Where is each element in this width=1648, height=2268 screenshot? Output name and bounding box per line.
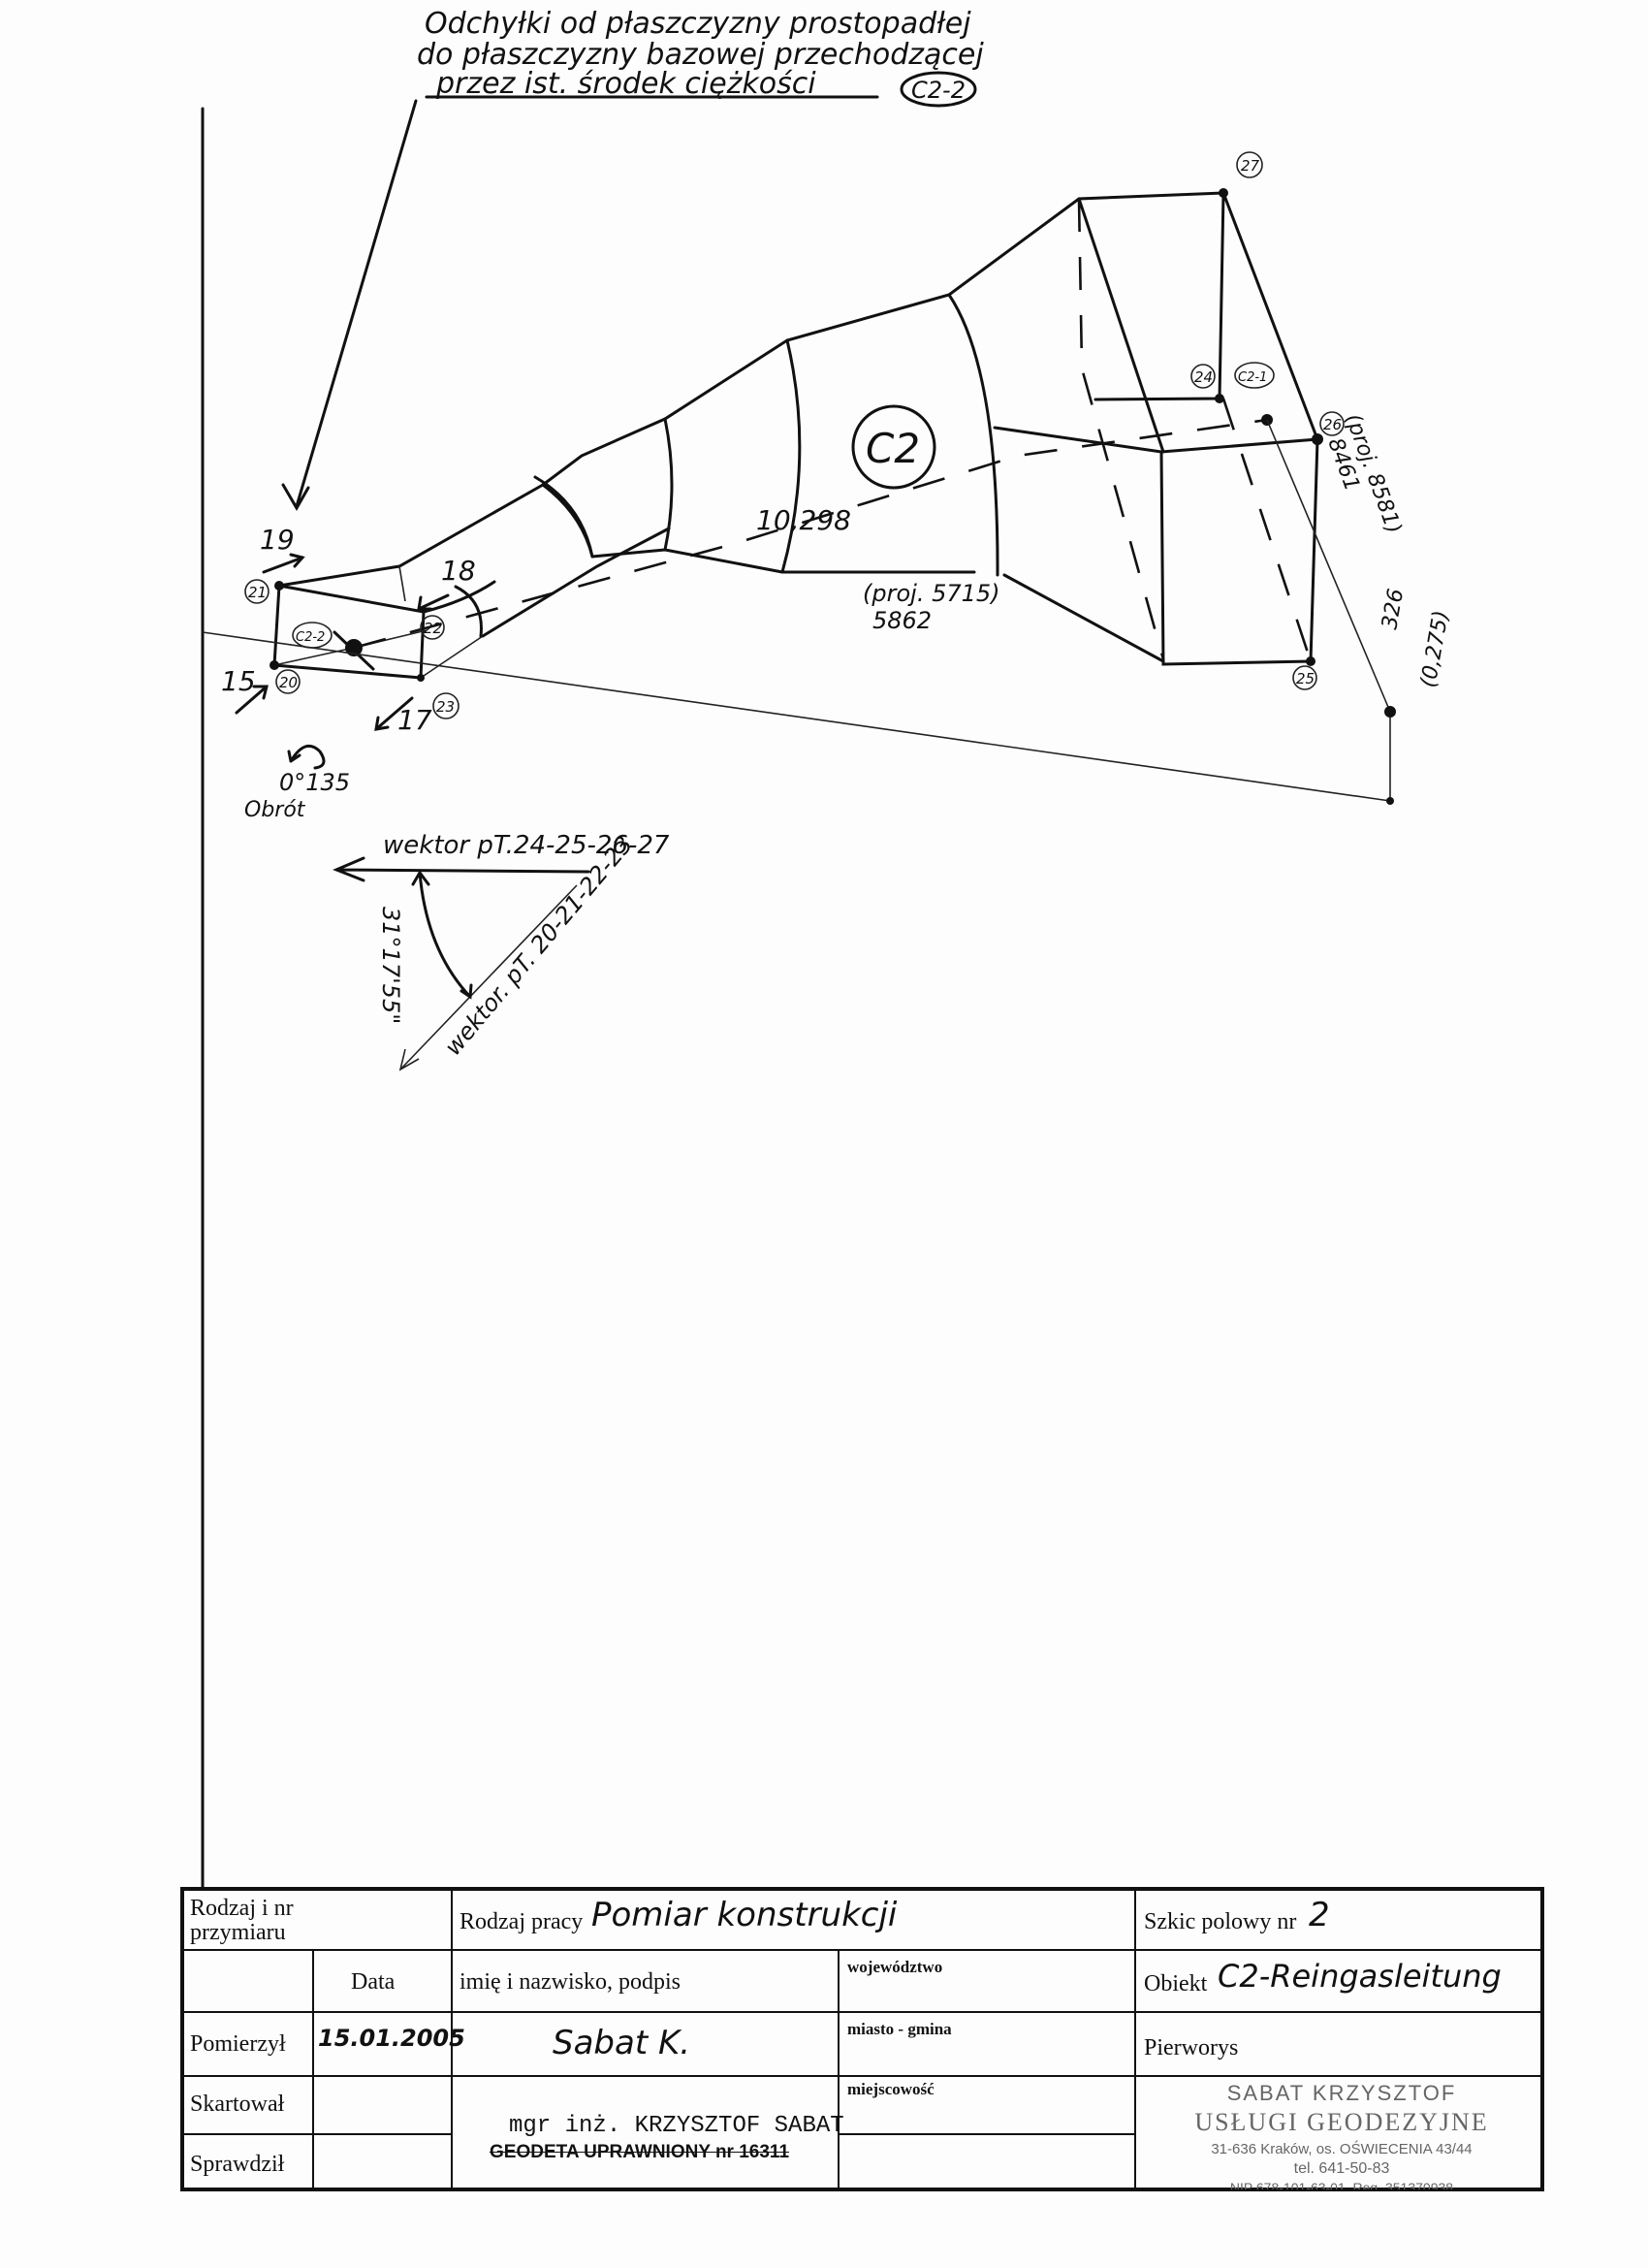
- point-26: 26: [1323, 416, 1342, 433]
- pomierzyl-name: Sabat K.: [553, 2024, 691, 2062]
- szkic-value: 2: [1309, 1896, 1330, 1934]
- rotation-note: 0°135 Obrót: [244, 744, 350, 822]
- note-line-3: przez ist. środek ciężkości: [435, 67, 816, 101]
- dim-5862: 5862: [872, 607, 932, 634]
- note-line-1: Odchyłki od płaszczyzny prostopadłej: [425, 7, 971, 41]
- point-25: 25: [1296, 670, 1315, 687]
- dim-0275: (0,275): [1416, 609, 1454, 689]
- obiekt-label: Obiekt: [1144, 1971, 1208, 1996]
- point-labels: 21 20 22 23 C2-2 24 25 26 27 C2-1: [244, 151, 1345, 719]
- rotation-label: Obrót: [244, 798, 306, 822]
- point-c2-1: C2-1: [1238, 370, 1267, 385]
- header-note: Odchyłki od płaszczyzny prostopadłej do …: [281, 7, 984, 511]
- arrow-label-15: 15: [221, 665, 256, 697]
- point-23: 23: [436, 698, 455, 716]
- surveyor-stamp-licence: GEODETA UPRAWNIONY nr 16311: [490, 2142, 790, 2162]
- pipe-body: C2: [202, 188, 1396, 805]
- company-stamp-services: USŁUGI GEODEZYJNE: [1194, 2108, 1489, 2136]
- row-divider: [184, 2075, 1540, 2077]
- col-divider: [1134, 1891, 1136, 2188]
- row-divider: [184, 2133, 453, 2135]
- point-24: 24: [1194, 368, 1213, 386]
- sprawdzil-label: Sprawdził: [190, 2152, 285, 2177]
- imie-label: imię i nazwisko, podpis: [460, 1969, 681, 1995]
- title-block: Rodzaj i nr przymiaru Rodzaj pracy Pomia…: [180, 1887, 1544, 2191]
- object-circle: [851, 404, 936, 490]
- pomierzyl-date: 15.01.2005: [318, 2025, 465, 2052]
- point-21: 21: [248, 584, 267, 601]
- rodzaj-pracy-value: Pomiar konstrukcji: [591, 1896, 898, 1934]
- pointer-arrow: [281, 99, 418, 511]
- skartowal-label: Skartował: [190, 2092, 285, 2117]
- note-line-2: do płaszczyzny bazowej przechodzącej: [417, 38, 984, 72]
- pomierzyl-label: Pomierzył: [190, 2031, 286, 2057]
- ref-circle: [900, 71, 977, 108]
- szkic-label: Szkic polowy nr: [1144, 1909, 1297, 1934]
- vector-diagram: wektor pT.24-25-26-27 wektor. pT. 20-21-…: [333, 831, 670, 1071]
- company-stamp-address: 31-636 Kraków, os. OŚWIECENIA 43/44: [1211, 2141, 1473, 2157]
- rotation-icon: [287, 744, 326, 770]
- col-divider: [838, 1949, 840, 2188]
- pierworys-label: Pierworys: [1144, 2035, 1239, 2060]
- arrow-label-17: 17: [397, 704, 432, 736]
- col-divider: [312, 1949, 314, 2188]
- note-ref: C2-2: [911, 77, 966, 104]
- dim-proj-5715: (proj. 5715): [863, 580, 1000, 607]
- dim-10298: 10,298: [756, 504, 851, 536]
- dim-326: 326: [1378, 587, 1409, 631]
- miasto-label: miasto - gmina: [847, 2020, 952, 2038]
- company-stamp-nip: NIP 678-101-63-01, Reg. 351370938: [1229, 2180, 1454, 2189]
- object-label: C2: [866, 425, 920, 472]
- arrow-label-18: 18: [441, 555, 476, 587]
- company-stamp-phone: tel. 641-50-83: [1293, 2160, 1390, 2177]
- rodzaj-nr-label: Rodzaj i nr przymiaru: [190, 1896, 294, 1946]
- row-divider: [184, 1949, 1540, 1951]
- surveyor-stamp-name: mgr inż. KRZYSZTOF SABAT: [509, 2113, 844, 2139]
- deviation-arrows: 19 18 15 17: [221, 524, 476, 736]
- point-27: 27: [1241, 157, 1260, 175]
- data-label: Data: [351, 1969, 396, 1995]
- rodzaj-pracy-label: Rodzaj pracy: [460, 1909, 584, 1934]
- rotation-value: 0°135: [279, 769, 350, 796]
- vector-2-label: wektor. pT. 20-21-22-23: [439, 831, 638, 1061]
- obiekt-value: C2-Reingasleitung: [1218, 1958, 1502, 1995]
- miejscowosc-label: miejscowość: [847, 2080, 935, 2098]
- row-divider: [839, 2133, 1135, 2135]
- vector-1-label: wektor pT.24-25-26-27: [383, 831, 670, 860]
- row-divider: [184, 2011, 1540, 2013]
- col-divider: [451, 1891, 453, 2188]
- point-c2-2: C2-2: [296, 630, 325, 645]
- arrow-label-19: 19: [260, 524, 295, 556]
- point-20: 20: [279, 674, 298, 691]
- company-stamp-name: SABAT KRZYSZTOF: [1226, 2081, 1457, 2105]
- wojewodztwo-label: województwo: [847, 1958, 943, 1976]
- vector-angle: 31°17'55": [377, 907, 404, 1024]
- point-22: 22: [424, 620, 442, 637]
